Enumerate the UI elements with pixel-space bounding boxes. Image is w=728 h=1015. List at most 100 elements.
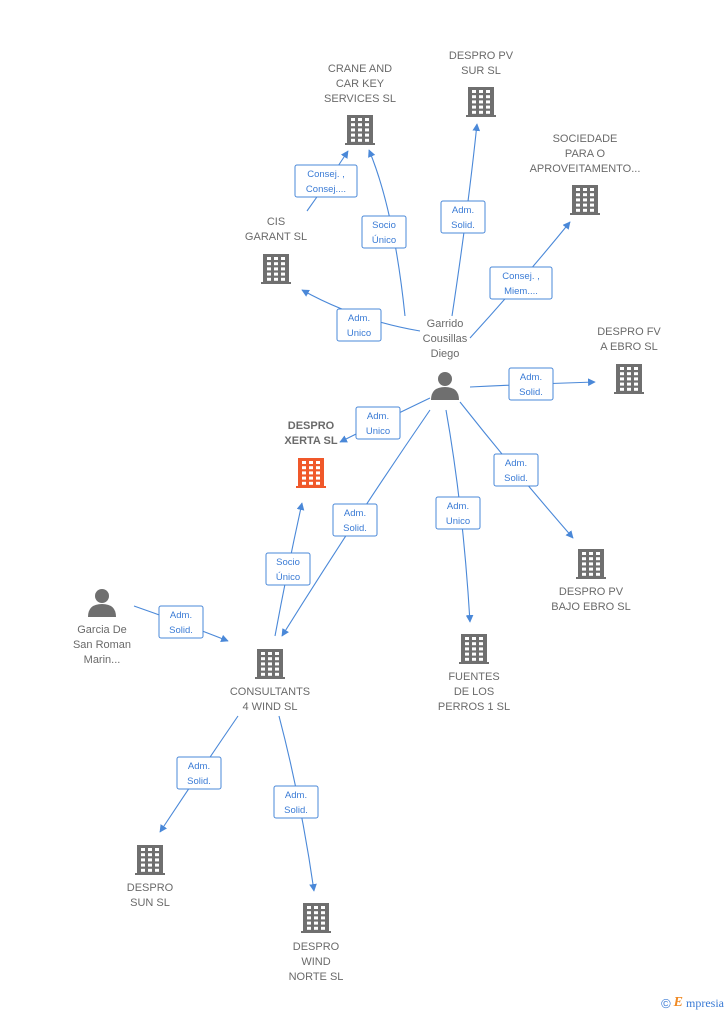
building-icon bbox=[261, 254, 291, 284]
edge-label-text: Adm. bbox=[505, 458, 527, 469]
edge-label-box bbox=[440, 200, 486, 234]
edge-label-text: Único bbox=[372, 235, 396, 246]
edge-label-text: Adm. bbox=[452, 205, 474, 216]
edge-label-text: Solid. bbox=[451, 220, 475, 231]
edge-label-text: Solid. bbox=[519, 387, 543, 398]
edge-label-text: Solid. bbox=[169, 625, 193, 636]
person-icon bbox=[431, 372, 459, 400]
edge-label-text: Socio bbox=[372, 220, 396, 231]
node-garcia[interactable]: Garcia De San RomanMarin... bbox=[73, 589, 131, 666]
node-label-line: Garcia De bbox=[77, 624, 127, 636]
edge-label-box bbox=[493, 453, 539, 487]
node-label-line: FUENTES bbox=[448, 671, 499, 683]
edge-label-text: Adm. bbox=[344, 508, 366, 519]
building-icon bbox=[614, 364, 644, 394]
edge-label-box bbox=[336, 308, 382, 342]
node-label-line: DESPRO bbox=[288, 420, 335, 432]
node-label-line: DESPRO PV bbox=[559, 586, 624, 598]
edge-label-text: Único bbox=[276, 572, 300, 583]
edge-label-box bbox=[489, 266, 553, 300]
edge-label-box bbox=[176, 756, 222, 790]
node-label-line: San Roman bbox=[73, 639, 131, 651]
edge-label-consultants-to-despro_wind[interactable]: Adm. Solid. bbox=[273, 785, 319, 819]
node-label-line: Cousillas bbox=[423, 333, 468, 345]
edge-label-text: Solid. bbox=[504, 473, 528, 484]
edge-label-text: Adm. bbox=[520, 372, 542, 383]
edge-label-garrido-to-despro_pv_sur[interactable]: Adm. Solid. bbox=[440, 200, 486, 234]
edge-label-text: Unico bbox=[347, 328, 371, 339]
building-icon bbox=[345, 115, 375, 145]
building-icon bbox=[459, 634, 489, 664]
node-despro_sun[interactable]: DESPRO SUN SL bbox=[127, 845, 174, 909]
copyright-icon: © bbox=[661, 995, 671, 1011]
building-icon bbox=[466, 87, 496, 117]
person-icon bbox=[88, 589, 116, 617]
node-label-line: 4 WIND SL bbox=[242, 701, 297, 713]
edge-label-garrido-to-despro_xerta[interactable]: Adm.Unico bbox=[355, 406, 401, 440]
node-label-line: CRANE AND bbox=[328, 63, 392, 75]
edge-label-box bbox=[273, 785, 319, 819]
node-label-line: Marin... bbox=[84, 654, 121, 666]
node-label-line: DESPRO PV bbox=[449, 50, 514, 62]
node-label-line: XERTA SL bbox=[284, 435, 337, 447]
edge-label-consultants-to-despro_sun[interactable]: Adm.Solid. bbox=[176, 756, 222, 790]
edge-label-box bbox=[435, 496, 481, 530]
edge-label-garrido-to-consultants[interactable]: Adm.Solid. bbox=[332, 503, 378, 537]
edge-label-text: Miem.... bbox=[504, 286, 538, 297]
node-label-line: PERROS 1 SL bbox=[438, 701, 510, 713]
node-despro_fv[interactable]: DESPRO FVA EBRO SL bbox=[597, 326, 661, 394]
edge-label-garrido-to-fuentes[interactable]: Adm. Unico bbox=[435, 496, 481, 530]
edge-label-box bbox=[265, 552, 311, 586]
node-despro_xerta[interactable]: DESPRO XERTA SL bbox=[284, 420, 338, 488]
node-despro_pv_sur[interactable]: DESPRO PV SUR SL bbox=[449, 50, 514, 117]
node-label-line: CONSULTANTS bbox=[230, 686, 310, 698]
building-icon bbox=[570, 185, 600, 215]
building-icon bbox=[255, 649, 285, 679]
node-label-line: DESPRO bbox=[127, 882, 174, 894]
edge-label-box bbox=[332, 503, 378, 537]
edge-label-garcia-to-consultants[interactable]: Adm. Solid. bbox=[158, 605, 204, 639]
edge-label-garrido-to-despro_fv[interactable]: Adm. Solid. bbox=[508, 367, 554, 401]
edge-label-garrido-to-cis[interactable]: Adm.Unico bbox=[336, 308, 382, 342]
edge-label-text: Adm. bbox=[285, 790, 307, 801]
building-icon bbox=[296, 458, 326, 488]
node-label-line: Diego bbox=[431, 348, 460, 360]
edge-label-garrido-to-sociedade[interactable]: Consej. , Miem.... bbox=[489, 266, 553, 300]
node-label-line: WIND bbox=[301, 956, 330, 968]
building-icon bbox=[135, 845, 165, 875]
edge-label-box bbox=[158, 605, 204, 639]
edge-label-text: Adm. bbox=[170, 610, 192, 621]
node-label-line: NORTE SL bbox=[289, 971, 344, 983]
edge-label-box bbox=[355, 406, 401, 440]
edge-label-text: Consej. , bbox=[307, 169, 345, 180]
node-label-line: CIS bbox=[267, 216, 285, 228]
node-label-line: SUR SL bbox=[461, 65, 501, 77]
node-label-line: CAR KEY bbox=[336, 78, 385, 90]
edge-label-garrido-to-despro_pv_bajo[interactable]: Adm. Solid. bbox=[493, 453, 539, 487]
edge-label-text: Unico bbox=[446, 516, 470, 527]
edge-label-cis-to-crane[interactable]: Consej. ,Consej.... bbox=[294, 164, 358, 198]
edge-label-box bbox=[508, 367, 554, 401]
edge-label-text: Solid. bbox=[284, 805, 308, 816]
node-label-line: A EBRO SL bbox=[600, 341, 657, 353]
edge-label-text: Adm. bbox=[447, 501, 469, 512]
edge-label-text: Adm. bbox=[367, 411, 389, 422]
node-label-line: SUN SL bbox=[130, 897, 170, 909]
brand-initial: E bbox=[673, 995, 683, 1010]
node-consultants[interactable]: CONSULTANTS 4 WIND SL bbox=[230, 649, 310, 713]
edge-label-text: Consej. , bbox=[502, 271, 540, 282]
brand-name: mpresia bbox=[686, 995, 724, 1010]
